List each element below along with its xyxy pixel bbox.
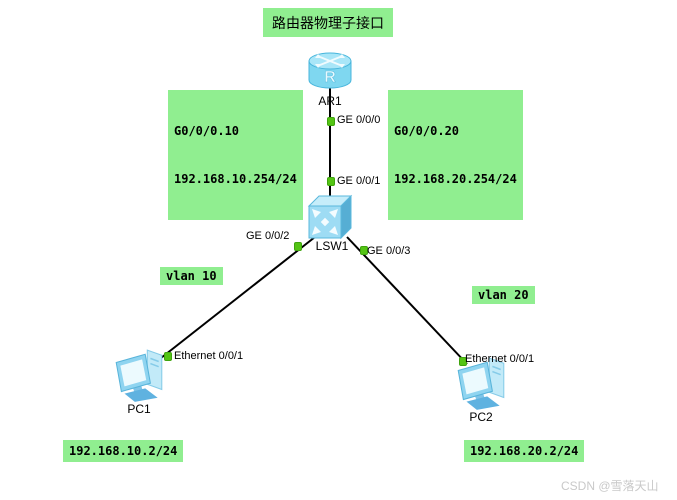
- pc-icon: [115, 349, 163, 402]
- note-subinterface-vlan10[interactable]: G0/0/0.10 192.168.10.254/24: [168, 90, 303, 220]
- svg-text:R: R: [324, 69, 336, 86]
- note-subinterface-vlan20[interactable]: G0/0/0.20 192.168.20.254/24: [388, 90, 523, 220]
- port-label-ge002: GE 0/0/2: [246, 230, 290, 242]
- pc2-label: PC2: [469, 410, 493, 424]
- port-dot-ge002: [294, 242, 302, 251]
- link-switch-pc2[interactable]: [346, 236, 468, 365]
- router-icon: R: [308, 52, 352, 89]
- port-dot-ge001: [327, 177, 335, 186]
- device-pc2[interactable]: [452, 356, 510, 412]
- port-dot-ge003: [360, 246, 368, 255]
- note-line: G0/0/0.20: [394, 124, 460, 138]
- port-dot-pc2-eth: [459, 357, 467, 366]
- pc1-label: PC1: [127, 402, 151, 416]
- note-pc1-ip[interactable]: 192.168.10.2/24: [63, 440, 184, 462]
- port-label-ge003: GE 0/0/3: [367, 245, 411, 257]
- note-vlan20[interactable]: vlan 20: [472, 286, 535, 304]
- note-line: 192.168.10.254/24: [174, 172, 297, 186]
- note-vlan10[interactable]: vlan 10: [160, 267, 223, 285]
- device-switch[interactable]: [305, 194, 355, 242]
- watermark: CSDN @雪落天山: [561, 479, 659, 493]
- title-text: 路由器物理子接口: [272, 14, 384, 31]
- note-line: 192.168.20.254/24: [394, 172, 517, 186]
- port-dot-pc1-eth: [164, 352, 172, 361]
- device-router[interactable]: R: [304, 50, 356, 92]
- switch-label: LSW1: [315, 239, 349, 253]
- note-line: G0/0/0.10: [174, 124, 240, 138]
- port-label-ge000: GE 0/0/0: [337, 114, 381, 126]
- port-label-pc2-eth: Ethernet 0/0/1: [465, 353, 535, 365]
- note-pc2-ip[interactable]: 192.168.20.2/24: [464, 440, 585, 462]
- port-dot-ge000: [327, 117, 335, 126]
- title-note[interactable]: 路由器物理子接口: [263, 8, 393, 37]
- port-label-pc1-eth: Ethernet 0/0/1: [174, 350, 244, 362]
- router-label: AR1: [318, 94, 342, 108]
- link-switch-pc1[interactable]: [160, 236, 316, 359]
- port-label-ge001: GE 0/0/1: [337, 175, 381, 187]
- device-pc1[interactable]: [110, 348, 168, 404]
- switch-icon: [307, 194, 353, 240]
- pc-icon: [457, 357, 505, 410]
